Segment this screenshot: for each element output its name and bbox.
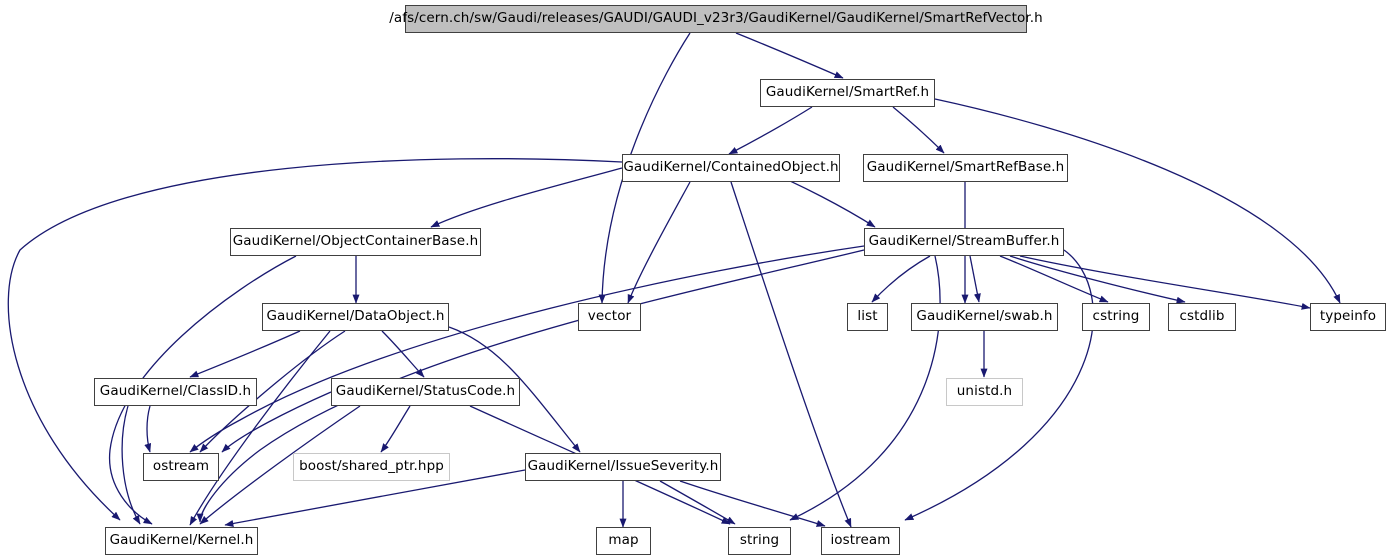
graph-node-label: GaudiKernel/ObjectContainerBase.h <box>232 233 479 250</box>
graph-edge-dataobject-to-issue <box>448 326 581 453</box>
graph-node-issue[interactable]: GaudiKernel/IssueSeverity.h <box>525 453 721 481</box>
graph-node-iostream[interactable]: iostream <box>821 527 900 555</box>
graph-node-label: boost/shared_ptr.hpp <box>299 458 444 475</box>
graph-edge-streambuffer-to-swab <box>969 255 981 303</box>
graph-edge-dataobject-to-kernel <box>189 330 331 526</box>
graph-node-label: unistd.h <box>956 383 1013 400</box>
graph-edge-issue-to-kernel <box>224 469 526 527</box>
graph-node-label: GaudiKernel/SmartRef.h <box>765 84 930 101</box>
graph-node-classid[interactable]: GaudiKernel/ClassID.h <box>94 378 257 406</box>
graph-node-root[interactable]: /afs/cern.ch/sw/Gaudi/releases/GAUDI/GAU… <box>389 5 1043 33</box>
graph-node-string[interactable]: string <box>728 527 791 555</box>
graph-edge-root-to-vector <box>598 32 691 304</box>
graph-edge-issue-to-iostream <box>679 480 826 527</box>
graph-node-label: GaudiKernel/SmartRefBase.h <box>866 159 1065 176</box>
graph-edge-dataobject-to-statuscode <box>381 330 425 378</box>
graph-edge-contained-to-iostream <box>730 181 852 528</box>
graph-edge-issue-to-string <box>659 480 736 525</box>
graph-node-label: ostream <box>152 458 210 475</box>
graph-edge-streambuffer-to-cstdlib <box>1009 255 1186 304</box>
graph-node-swab[interactable]: GaudiKernel/swab.h <box>911 303 1058 331</box>
graph-node-kernel[interactable]: GaudiKernel/Kernel.h <box>105 527 258 555</box>
graph-node-label: GaudiKernel/swab.h <box>916 308 1053 325</box>
graph-node-statuscode[interactable]: GaudiKernel/StatusCode.h <box>331 378 520 406</box>
graph-edge-streambuffer-to-list <box>871 255 931 303</box>
graph-node-streambuffer[interactable]: GaudiKernel/StreamBuffer.h <box>864 228 1064 256</box>
graph-node-label: GaudiKernel/StatusCode.h <box>335 383 516 400</box>
graph-node-map[interactable]: map <box>596 527 651 555</box>
graph-node-label: list <box>857 308 878 325</box>
graph-edge-root-to-smartref <box>735 32 844 79</box>
graph-node-contained[interactable]: GaudiKernel/ContainedObject.h <box>622 154 840 182</box>
graph-edge-contained-to-vector <box>627 181 691 304</box>
graph-node-label: /afs/cern.ch/sw/Gaudi/releases/GAUDI/GAU… <box>389 10 1043 27</box>
graph-edge-contained-to-kernel <box>7 158 623 521</box>
graph-node-label: string <box>739 532 780 549</box>
graph-edge-statuscode-to-boostsp <box>380 405 411 453</box>
graph-node-dataobject[interactable]: GaudiKernel/DataObject.h <box>262 303 449 331</box>
graph-node-boostsp[interactable]: boost/shared_ptr.hpp <box>293 453 450 481</box>
graph-node-label: vector <box>587 308 632 325</box>
graph-node-label: GaudiKernel/StreamBuffer.h <box>868 233 1060 250</box>
graph-node-label: cstring <box>1092 308 1140 325</box>
graph-edge-streambuffer-to-kernel <box>196 249 865 523</box>
graph-edge-classid-to-ostream <box>144 405 152 453</box>
graph-node-cstdlib[interactable]: cstdlib <box>1168 303 1236 331</box>
graph-node-ostream[interactable]: ostream <box>143 453 219 481</box>
graph-node-label: GaudiKernel/Kernel.h <box>109 532 254 549</box>
graph-node-label: GaudiKernel/DataObject.h <box>266 308 445 325</box>
graph-node-label: iostream <box>830 532 891 549</box>
graph-edge-streambuffer-to-typeinfo <box>1019 255 1311 310</box>
graph-edge-streambuffer-to-cstring <box>999 255 1109 303</box>
graph-node-list[interactable]: list <box>847 303 888 331</box>
graph-node-label: cstdlib <box>1179 308 1225 325</box>
graph-node-label: map <box>608 532 639 549</box>
graph-node-vector[interactable]: vector <box>578 303 641 331</box>
graph-edge-dataobject-to-ostream <box>199 330 346 453</box>
graph-edge-streambuffer-to-iostream <box>904 249 1094 521</box>
graph-node-typeinfo[interactable]: typeinfo <box>1310 303 1386 331</box>
graph-edge-smartref-to-smartrefbase <box>892 106 945 154</box>
graph-node-cstring[interactable]: cstring <box>1082 303 1150 331</box>
graph-edge-statuscode-to-ostream <box>221 391 332 453</box>
graph-node-label: GaudiKernel/ContainedObject.h <box>623 159 839 176</box>
graph-edge-statuscode-to-kernel <box>199 405 361 525</box>
graph-edge-objcontbase-to-kernel <box>108 255 297 525</box>
graph-edge-dataobject-to-classid <box>189 330 301 378</box>
graph-node-objcontbase[interactable]: GaudiKernel/ObjectContainerBase.h <box>230 228 481 256</box>
graph-edge-streambuffer-to-ostream <box>189 245 865 453</box>
graph-edge-smartref-to-contained <box>728 106 813 155</box>
graph-node-unistd[interactable]: unistd.h <box>946 378 1023 406</box>
graph-edge-smartref-to-typeinfo <box>934 98 1341 304</box>
graph-node-label: typeinfo <box>1319 308 1377 325</box>
graph-node-smartref[interactable]: GaudiKernel/SmartRef.h <box>760 79 935 107</box>
graph-node-label: GaudiKernel/IssueSeverity.h <box>527 458 719 475</box>
graph-node-smartrefbase[interactable]: GaudiKernel/SmartRefBase.h <box>863 154 1068 182</box>
graph-edge-streambuffer-to-string <box>789 255 941 521</box>
graph-edge-classid-to-kernel <box>121 405 141 525</box>
graph-edge-contained-to-objcontbase <box>430 167 623 228</box>
graph-node-label: GaudiKernel/ClassID.h <box>99 383 252 400</box>
